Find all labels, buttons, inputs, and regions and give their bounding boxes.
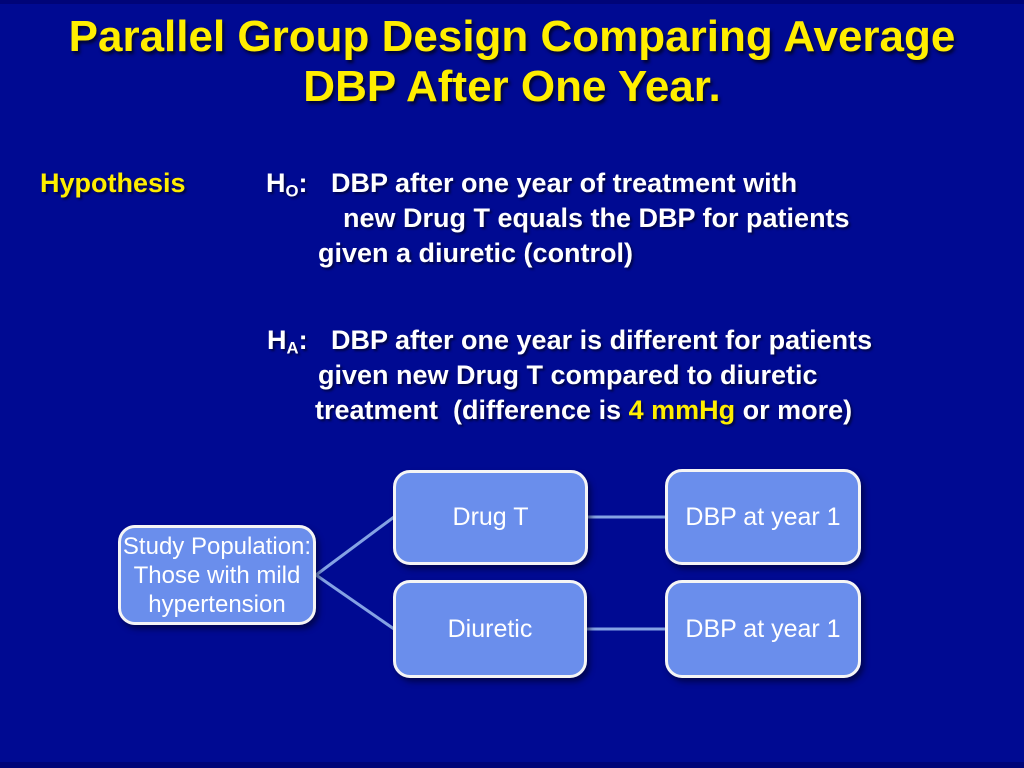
dbp-year1-top-label: DBP at year 1 [685,502,841,531]
diuretic-box: Diuretic [393,580,587,678]
h0-subscript: O [285,181,299,201]
h0-base: H [266,168,286,198]
slide-title-line2: DBP After One Year. [303,62,721,111]
ha-symbol: HA: [267,325,308,358]
slide-top-edge [0,0,1024,4]
ha-base: H [267,325,287,355]
ha-line1: DBP after one year is different for pati… [331,325,873,355]
study-population-line3: hypertension [148,590,286,618]
slide-title: Parallel Group Design Comparing Average … [0,12,1024,112]
h0-colon: : [298,168,308,198]
ha-line3-pre: treatment (difference is [315,395,629,425]
connector-study-to-drugt [315,515,395,577]
drug-t-box: Drug T [393,470,588,565]
study-population-line1: Study Population: [122,532,312,560]
ha-line2: given new Drug T compared to diuretic [318,360,818,390]
slide-bottom-edge [0,762,1024,768]
hypothesis-label: Hypothesis [40,168,186,198]
ha-line3: treatment (difference is 4 mmHg or more) [315,395,852,426]
h0-line3: given a diuretic (control) [318,238,634,268]
study-population-box: Study Population: Those with mild hypert… [118,525,316,625]
connector-study-to-diuretic [315,573,395,631]
dbp-year1-bottom-label: DBP at year 1 [685,614,841,643]
diuretic-label: Diuretic [447,614,533,643]
slide-title-line1: Parallel Group Design Comparing Average [68,12,956,61]
study-population-line2: Those with mild [133,561,301,589]
study-population-text: Study Population: Those with mild hypert… [123,532,311,619]
ha-line3-post: or more) [735,395,853,425]
ha-colon: : [298,325,308,355]
h0-line1: DBP after one year of treatment with [331,168,798,198]
drug-t-label: Drug T [452,503,529,531]
h0-symbol: HO: [266,168,308,201]
ha-line3-highlight: 4 mmHg [628,395,736,425]
dbp-year1-top-box: DBP at year 1 [665,469,861,565]
h0-line2: new Drug T equals the DBP for patients [343,203,850,233]
ha-subscript: A [286,338,299,358]
dbp-year1-bottom-box: DBP at year 1 [665,580,861,678]
